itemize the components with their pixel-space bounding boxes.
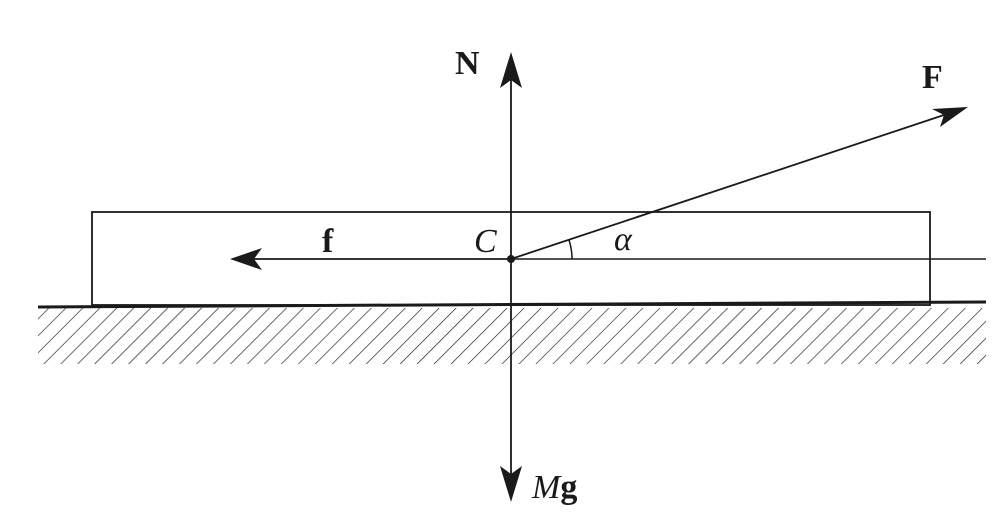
friction-force-label: f <box>322 223 334 260</box>
gravity-arrow-head <box>500 466 522 502</box>
gravity-g-label: g <box>560 469 577 506</box>
normal-force-label: N <box>455 45 480 82</box>
normal-arrow-head <box>500 52 522 88</box>
ground-hatching <box>38 308 986 364</box>
applied-force-arrow-head <box>932 107 968 127</box>
gravity-mass-label: M <box>531 469 562 506</box>
applied-force-label: F <box>922 59 943 96</box>
gravity-force-label: Mg <box>531 469 577 506</box>
angle-label: α <box>614 221 633 258</box>
center-point <box>507 255 515 263</box>
friction-arrow-head <box>230 248 262 270</box>
center-point-label: C <box>474 223 497 260</box>
applied-force-arrow-shaft <box>510 112 951 260</box>
angle-arc <box>568 239 573 260</box>
